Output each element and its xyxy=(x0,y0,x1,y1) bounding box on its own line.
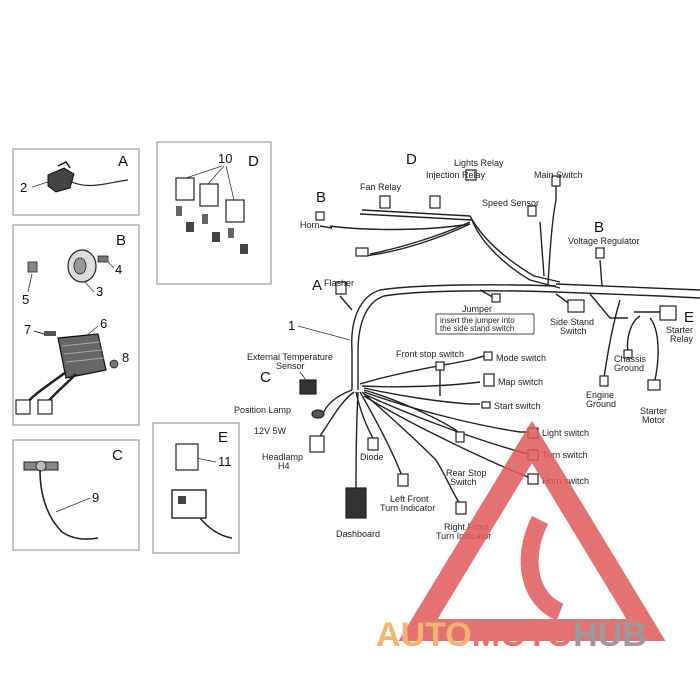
label-diode: Diode xyxy=(360,452,384,462)
watermark-text: AUTOMOTOHUB xyxy=(376,616,647,654)
label-ext-temp-1: External Temperature xyxy=(247,352,333,362)
panel-d: 10 D xyxy=(156,141,272,285)
label-chassis-ground-1: Chassis xyxy=(614,354,647,364)
panel-d-number: 10 xyxy=(218,151,232,166)
label-speed-sensor: Speed Sensor xyxy=(482,198,539,208)
label-engine-ground-2: Ground xyxy=(586,399,616,409)
panel-a: A 2 xyxy=(12,148,140,216)
label-injection-relay: Injection Relay xyxy=(426,170,486,180)
label-rear-stop-1: Rear Stop xyxy=(446,468,487,478)
panel-e-letter: E xyxy=(218,429,228,446)
label-side-stand-1: Side Stand xyxy=(550,317,594,327)
label-start-switch: Start switch xyxy=(494,401,541,411)
label-letter-e: E xyxy=(684,309,694,326)
panel-b: B 4 3 5 7 6 8 xyxy=(12,224,140,426)
panel-b-n5: 5 xyxy=(22,292,29,307)
panel-b-n7: 7 xyxy=(24,322,31,337)
label-chassis-ground-2: Ground xyxy=(614,363,644,373)
label-starter-motor-2: Motor xyxy=(642,415,665,425)
panel-b-letter: B xyxy=(116,232,126,249)
watermark-part-hub: HUB xyxy=(573,616,647,654)
label-fan-relay: Fan Relay xyxy=(360,182,402,192)
label-jumper: Jumper xyxy=(462,304,492,314)
label-position-lamp-spec: 12V 5W xyxy=(254,426,287,436)
label-main-switch: Main Switch xyxy=(534,170,583,180)
panel-d-letter: D xyxy=(248,153,259,170)
label-rear-stop-2: Switch xyxy=(450,477,477,487)
starter-relay-icon xyxy=(175,443,199,471)
label-dashboard: Dashboard xyxy=(336,529,380,539)
panel-e: E 11 xyxy=(152,422,240,554)
label-ext-temp-2: Sensor xyxy=(276,361,305,371)
watermark-logo: AUTOMOTOHUB xyxy=(376,420,666,654)
jumper-note-box xyxy=(435,313,535,335)
label-engine-ground-1: Engine xyxy=(586,390,614,400)
label-right-turn-1: Right Front xyxy=(444,522,489,532)
watermark-part-auto: AUTO xyxy=(376,616,472,654)
label-front-stop-switch: Front stop switch xyxy=(396,349,464,359)
panel-b-n8: 8 xyxy=(122,350,129,365)
panel-c-letter: C xyxy=(112,447,123,464)
label-harness-number: 1 xyxy=(288,318,295,333)
label-letter-b-regulator: B xyxy=(594,219,604,236)
label-side-stand-2: Switch xyxy=(560,326,587,336)
panel-a-letter: A xyxy=(118,153,128,170)
watermark-part-moto: MOTO xyxy=(472,616,573,654)
label-position-lamp: Position Lamp xyxy=(234,405,291,415)
label-letter-a: A xyxy=(312,277,322,294)
label-mode-switch: Mode switch xyxy=(496,353,546,363)
label-headlamp-1: Headlamp xyxy=(262,452,303,462)
label-light-switch: Light switch xyxy=(542,428,589,438)
label-starter-motor-1: Starter xyxy=(640,406,667,416)
panel-a-number: 2 xyxy=(20,180,27,195)
label-starter-relay-1: Starter xyxy=(666,325,693,335)
label-letter-d: D xyxy=(406,151,417,168)
label-starter-relay-2: Relay xyxy=(670,334,694,344)
panel-e-number: 11 xyxy=(218,454,232,469)
panel-b-n4: 4 xyxy=(115,262,122,277)
label-turn-switch: Turn switch xyxy=(542,450,588,460)
label-lights-relay: Lights Relay xyxy=(454,158,504,168)
watermark-triangle xyxy=(398,420,666,641)
label-jumper-note-1: insert the jumper into xyxy=(440,316,515,325)
panel-b-n6: 6 xyxy=(100,316,107,331)
label-left-turn-2: Turn Indicator xyxy=(380,503,435,513)
panel-b-n3: 3 xyxy=(96,284,103,299)
label-flasher: Flasher xyxy=(324,278,354,288)
label-jumper-note-2: the side stand switch xyxy=(440,324,514,333)
label-map-switch: Map switch xyxy=(498,377,543,387)
label-horn: Horn xyxy=(300,220,320,230)
label-letter-c: C xyxy=(260,369,271,386)
label-headlamp-2: H4 xyxy=(278,461,290,471)
panel-c: C 9 xyxy=(12,439,140,551)
label-letter-b-horn: B xyxy=(316,189,326,206)
panel-c-number: 9 xyxy=(92,490,99,505)
label-voltage-regulator: Voltage Regulator xyxy=(568,236,640,246)
label-left-turn-1: Left Front xyxy=(390,494,429,504)
relay-icon xyxy=(175,177,248,254)
